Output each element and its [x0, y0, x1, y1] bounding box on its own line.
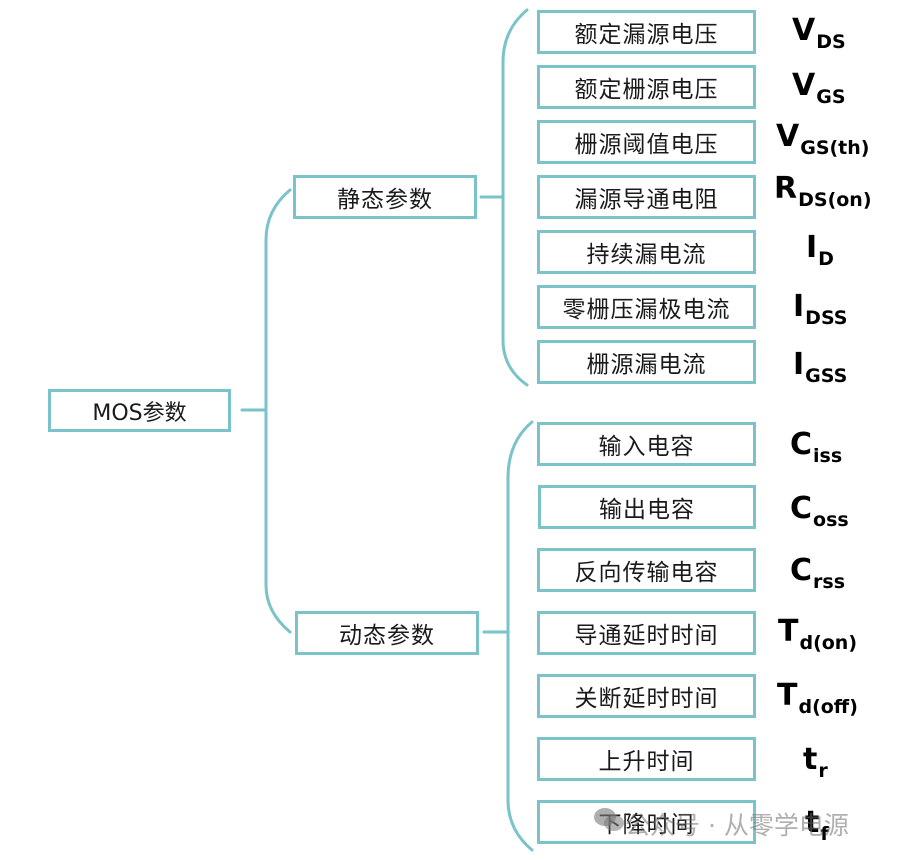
param-box: 栅源漏电流 — [537, 340, 756, 384]
param-symbol: tf — [805, 805, 829, 844]
static-bracket — [501, 8, 529, 387]
param-box: 下降时间 — [537, 800, 756, 844]
symbol-main: C — [790, 553, 813, 588]
symbol-subscript: GS — [816, 86, 846, 108]
symbol-main: C — [790, 427, 813, 462]
param-box: 栅源阈值电压 — [537, 120, 756, 164]
dynamic-bracket — [506, 420, 534, 852]
param-symbol: Ciss — [790, 427, 842, 466]
symbol-subscript: oss — [813, 509, 849, 531]
symbol-subscript: iss — [813, 445, 843, 467]
param-symbol: tr — [803, 742, 828, 781]
symbol-main: I — [793, 289, 805, 324]
symbol-main: I — [793, 347, 805, 382]
param-symbol: VDS — [792, 13, 846, 52]
symbol-subscript: D — [818, 248, 834, 270]
param-symbol: IDSS — [793, 289, 847, 328]
wechat-icon — [594, 808, 624, 831]
param-symbol: IGSS — [793, 347, 847, 386]
param-symbol: Td(off) — [777, 678, 858, 717]
symbol-main: T — [778, 614, 799, 649]
param-box: 导通延时时间 — [537, 611, 756, 655]
symbol-main: V — [792, 13, 816, 48]
param-symbol: Td(on) — [778, 614, 857, 653]
param-symbol: Coss — [790, 491, 849, 530]
symbol-subscript: rss — [813, 571, 846, 593]
symbol-main: V — [792, 68, 816, 103]
param-box: 上升时间 — [537, 737, 756, 781]
param-symbol: ID — [806, 230, 834, 269]
symbol-subscript: DS(on) — [798, 189, 872, 211]
symbol-main: t — [805, 805, 820, 840]
param-box: 零栅压漏极电流 — [537, 285, 756, 329]
param-box: 输入电容 — [537, 422, 756, 466]
symbol-subscript: f — [820, 823, 829, 845]
param-box: 持续漏电流 — [537, 230, 756, 274]
symbol-subscript: d(off) — [798, 696, 858, 718]
group-node-dynamic: 动态参数 — [295, 611, 479, 655]
symbol-main: C — [790, 491, 813, 526]
param-box: 关断延时时间 — [537, 674, 756, 718]
param-box: 输出电容 — [538, 485, 756, 529]
symbol-subscript: GSS — [805, 365, 848, 387]
param-box: 反向传输电容 — [537, 548, 756, 592]
param-symbol: Crss — [790, 553, 845, 592]
left-bracket — [264, 188, 292, 634]
symbol-main: R — [774, 171, 798, 206]
param-box: 额定栅源电压 — [537, 65, 756, 109]
param-symbol: RDS(on) — [774, 171, 872, 210]
symbol-main: t — [803, 742, 818, 777]
symbol-subscript: d(on) — [799, 632, 858, 654]
param-box: 额定漏源电压 — [537, 10, 756, 54]
symbol-main: I — [806, 230, 818, 265]
group-node-static: 静态参数 — [293, 175, 477, 219]
param-symbol: VGS — [792, 68, 846, 107]
param-box: 漏源导通电阻 — [537, 175, 756, 219]
root-node: MOS参数 — [48, 389, 231, 432]
symbol-subscript: r — [818, 760, 828, 782]
symbol-main: T — [777, 678, 798, 713]
param-symbol: VGS(th) — [776, 119, 869, 158]
symbol-subscript: DS — [816, 31, 846, 53]
symbol-subscript: DSS — [805, 307, 848, 329]
symbol-main: V — [776, 119, 800, 154]
symbol-subscript: GS(th) — [800, 137, 870, 159]
